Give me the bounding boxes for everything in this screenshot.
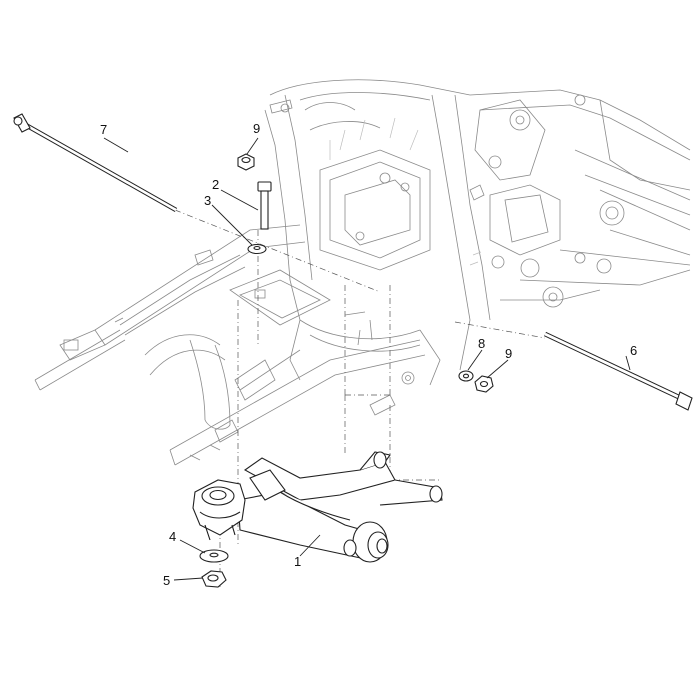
part-7-long-rod: [13, 113, 178, 213]
callout-6: 6: [630, 343, 637, 358]
callout-5: 5: [163, 573, 170, 588]
part-5-nut: [201, 570, 227, 588]
part-9-nut-right: [474, 375, 494, 393]
callout-3: 3: [204, 193, 211, 208]
part-6-long-rod: [543, 331, 693, 411]
callout-8: 8: [478, 336, 485, 351]
part-9-nut-top: [237, 153, 255, 171]
callout-9-top: 9: [253, 121, 260, 136]
part-2-bolt: [257, 181, 272, 230]
part-3-washer: [247, 243, 267, 255]
leader-lines: [103, 137, 631, 581]
callout-9-right: 9: [505, 346, 512, 361]
part-8-washer: [458, 370, 474, 382]
callout-2: 2: [212, 177, 219, 192]
scooter-frame: [34, 79, 691, 466]
callout-1: 1: [294, 554, 301, 569]
callout-labels: 7 9 2 3 8 9 6 1 4 5: [100, 121, 637, 588]
part-1-swing-arm: [192, 451, 443, 563]
callout-7: 7: [100, 122, 107, 137]
part-4-washer: [199, 549, 229, 563]
callout-4: 4: [169, 529, 176, 544]
